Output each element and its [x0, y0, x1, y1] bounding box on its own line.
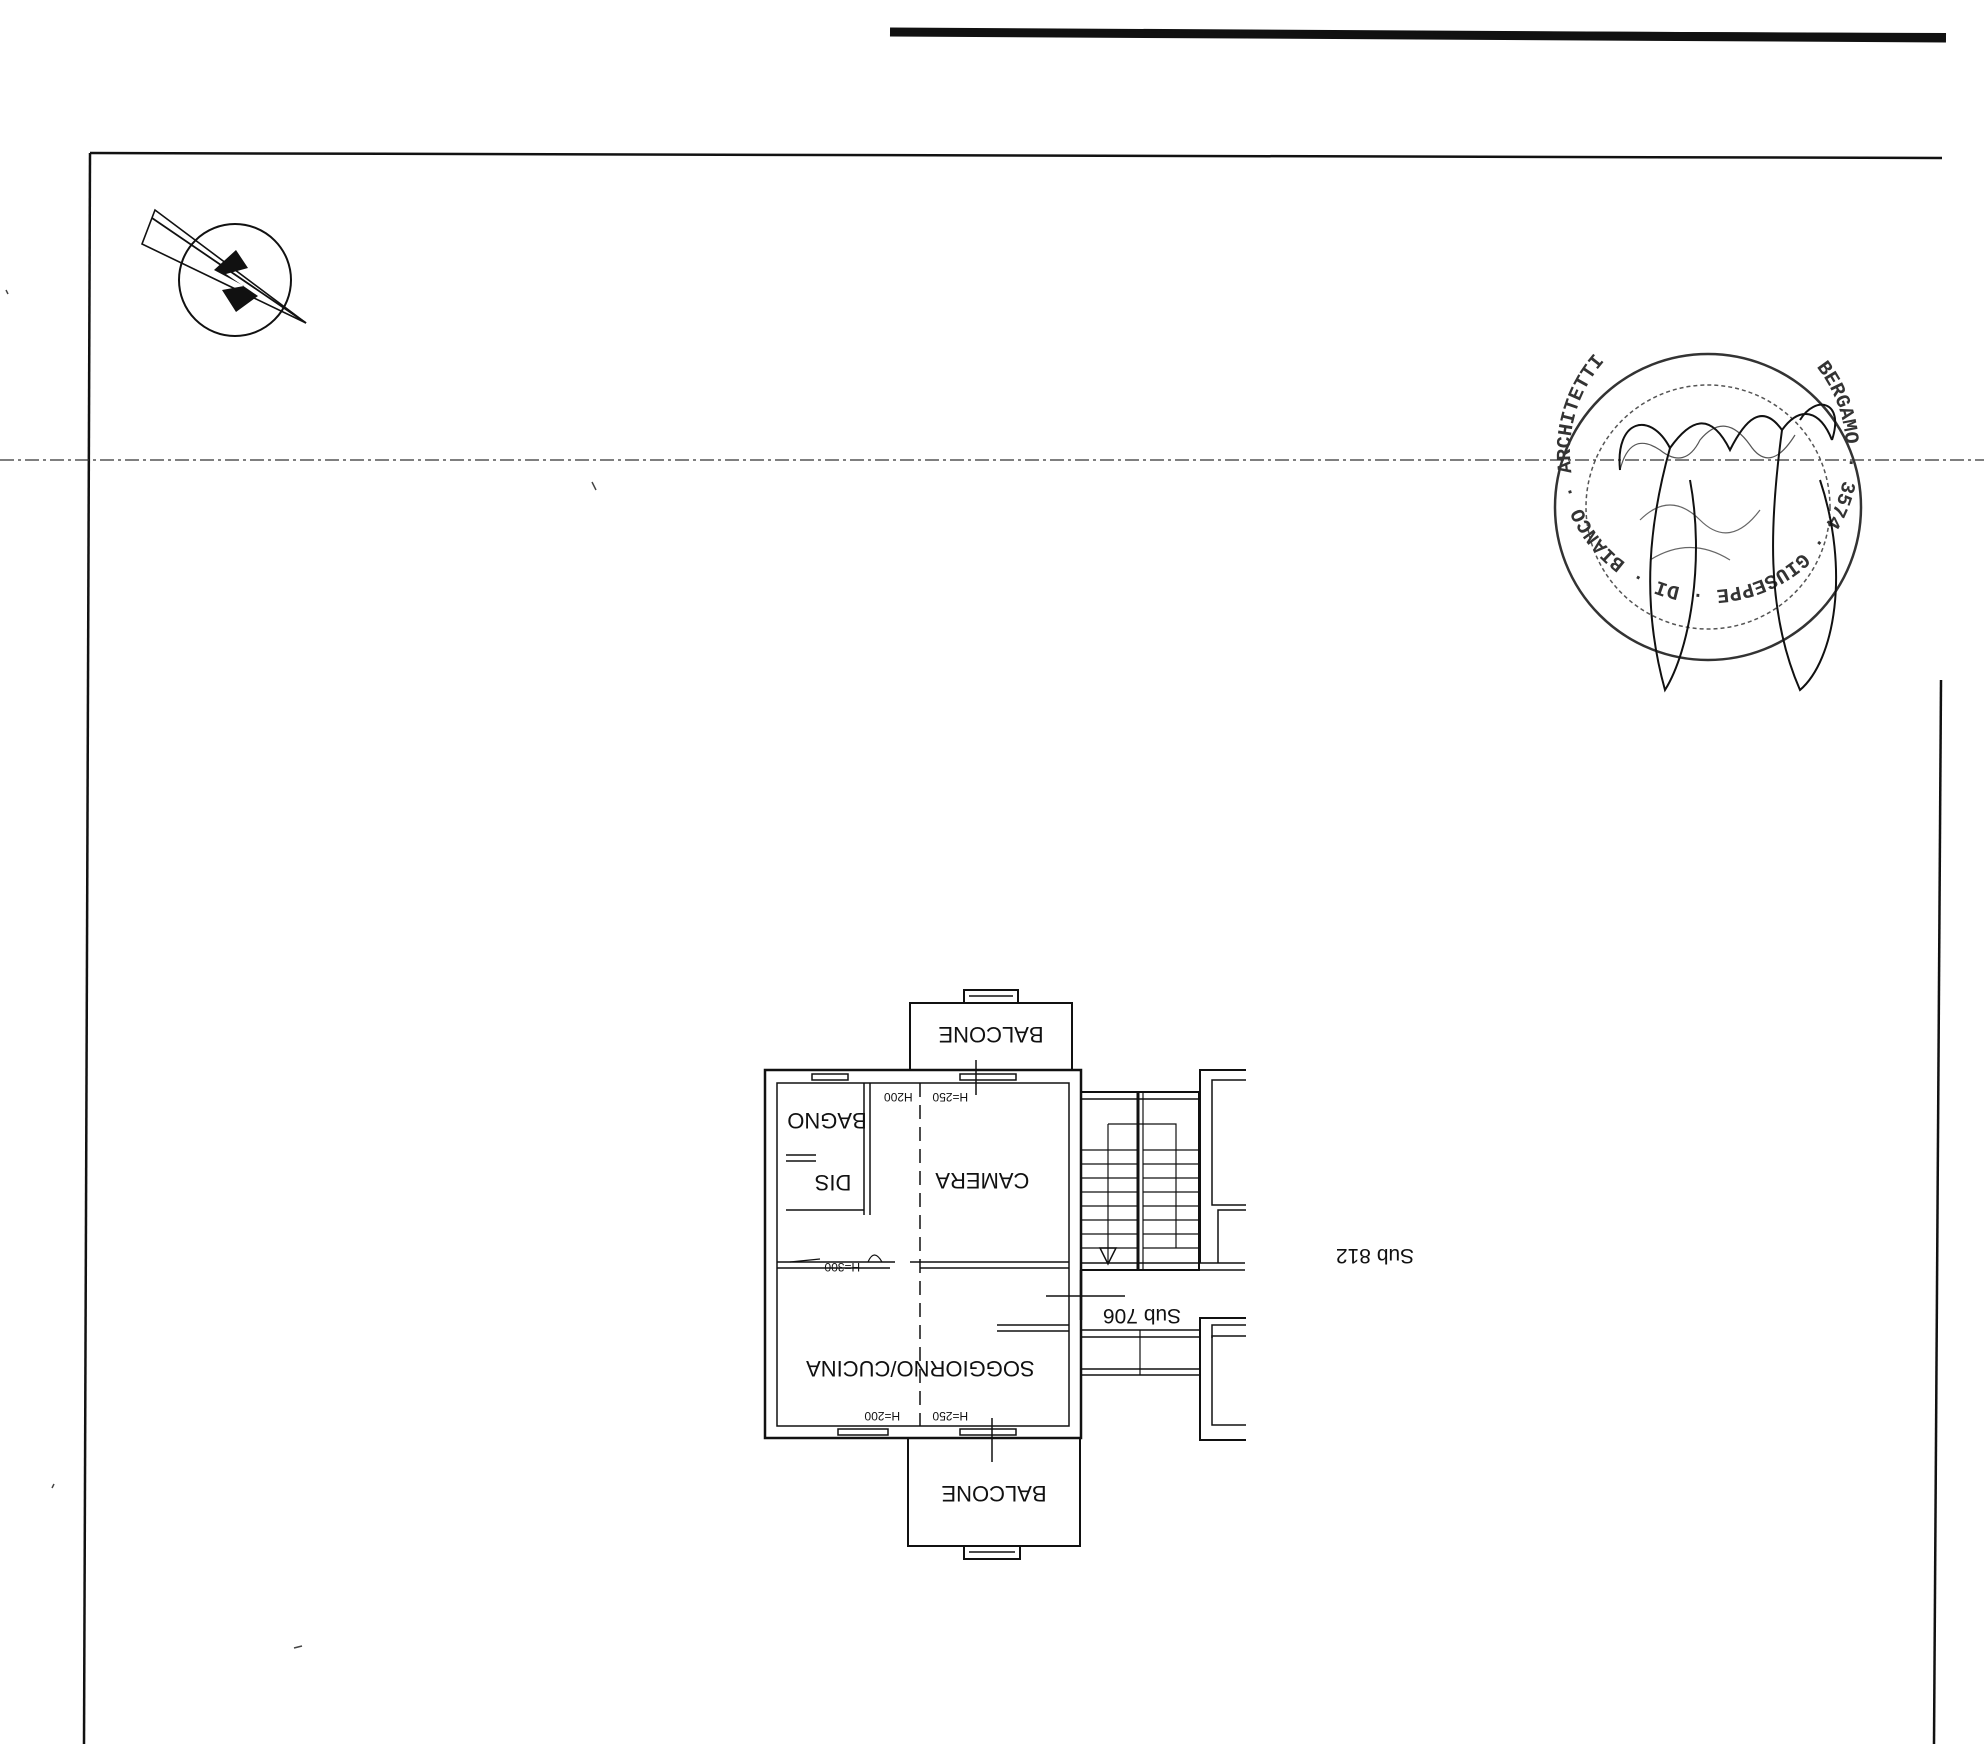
north-arrow-icon [140, 208, 307, 337]
height-top-200: H200 [884, 1090, 913, 1104]
scan-marks [5, 289, 597, 1649]
height-middle: H=300 [824, 1260, 860, 1274]
label-soggiorno: SOGGIORNO/CUCINA [806, 1356, 1035, 1381]
height-bottom-250: H=250 [932, 1409, 968, 1423]
professional-stamp: BERGAMO · 3574 · GIUSEPPE · DI · BIANCO … [1553, 351, 1863, 662]
height-bottom-200: H=200 [864, 1409, 900, 1423]
triangle-icon [1098, 1247, 1118, 1266]
stair-treads [1081, 1149, 1199, 1249]
label-balcone-top: BALCONE [938, 1022, 1043, 1047]
stamp-ring-text: BERGAMO · 3574 · GIUSEPPE · DI · BIANCO … [1554, 351, 1862, 606]
header-rule [889, 27, 1947, 43]
plan-labels: BALCONE CAMERA BAGNO DIS SOGGIORNO/CUCIN… [787, 1022, 1414, 1506]
header-rule-thin [889, 29, 1947, 35]
label-sub-812: Sub 812 [1336, 1244, 1414, 1267]
height-top-250: H=250 [932, 1090, 968, 1104]
label-balcone-bottom: BALCONE [941, 1481, 1046, 1506]
stair-core [1080, 1091, 1200, 1271]
drawing-frame [82, 151, 1943, 1744]
floor-plan [763, 989, 1246, 1560]
label-camera: CAMERA [935, 1168, 1029, 1193]
signature [1618, 403, 1838, 693]
apartment-inner [776, 1082, 1070, 1427]
label-dis: DIS [815, 1170, 852, 1195]
label-sub-706: Sub 706 [1103, 1304, 1181, 1327]
label-bagno: BAGNO [787, 1108, 866, 1133]
